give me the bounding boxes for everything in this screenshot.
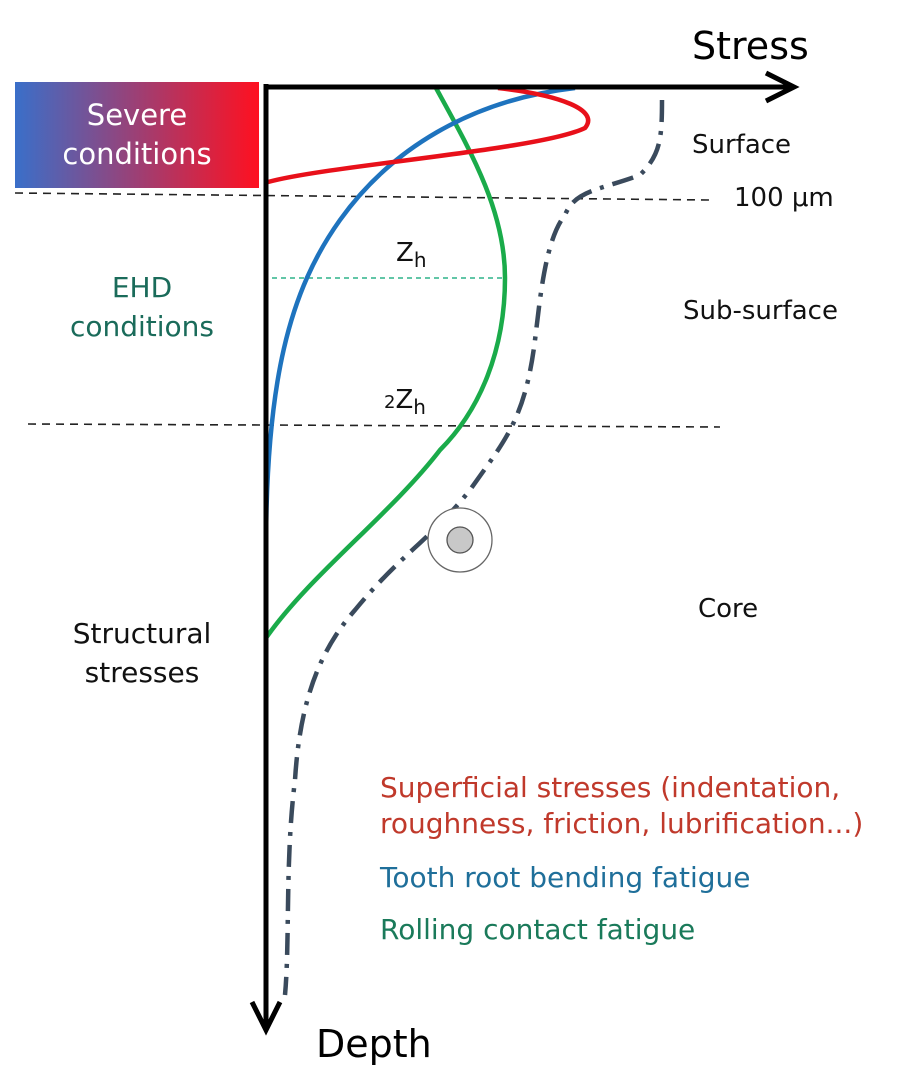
legend-bending-line1: Tooth root bending fatigue bbox=[380, 861, 751, 894]
legend-bending: Tooth root bending fatigue bbox=[380, 860, 751, 896]
two-zh-marker-label: 2Zh bbox=[384, 385, 426, 419]
zh-marker-label: Zh bbox=[396, 238, 427, 272]
legend-superficial-line2: roughness, friction, lubrification...) bbox=[380, 807, 864, 840]
zone-100um-label: 100 μm bbox=[734, 183, 834, 213]
zone-subsurface-label: Sub-surface bbox=[683, 296, 838, 326]
bending-fatigue-curve bbox=[263, 85, 576, 561]
ehd-conditions-label: EHD conditions bbox=[62, 268, 222, 346]
zone-core-label: Core bbox=[698, 594, 759, 624]
depth-100um-line bbox=[14, 192, 711, 201]
legend-rolling-line1: Rolling contact fatigue bbox=[380, 913, 696, 946]
structural-line1: Structural bbox=[72, 617, 212, 650]
two-zh-prefix: 2 bbox=[384, 392, 396, 413]
dashdot-stress-curve bbox=[282, 99, 665, 996]
two-zh-sub: h bbox=[413, 395, 426, 419]
structural-stresses-label: Structural stresses bbox=[62, 614, 222, 692]
stress-arrowhead-icon bbox=[764, 70, 800, 104]
superficial-stress-curve bbox=[267, 85, 591, 185]
structural-line2: stresses bbox=[84, 656, 200, 689]
depth-axis-label: Depth bbox=[316, 1022, 432, 1066]
rolling-contact-curve bbox=[264, 86, 508, 640]
depth-2zh-line bbox=[27, 423, 721, 428]
zh-main: Z bbox=[396, 238, 414, 268]
zone-surface-label: Surface bbox=[692, 130, 792, 160]
severe-label-line1: Severe bbox=[86, 98, 188, 132]
two-zh-main: Z bbox=[395, 385, 414, 415]
legend-rolling: Rolling contact fatigue bbox=[380, 912, 695, 948]
stress-axis-label: Stress bbox=[692, 24, 809, 68]
severe-conditions-box: Severe conditions bbox=[15, 82, 259, 188]
legend-superficial: Superficial stresses (indentation, rough… bbox=[380, 770, 863, 842]
legend-superficial-line1: Superficial stresses (indentation, bbox=[380, 771, 841, 804]
depth-arrowhead-icon bbox=[249, 1000, 283, 1036]
inclusion-particle bbox=[446, 526, 474, 554]
ehd-line1: EHD bbox=[111, 271, 173, 304]
zh-sub: h bbox=[413, 248, 427, 272]
severe-label-line2: conditions bbox=[62, 137, 212, 171]
ehd-line2: conditions bbox=[69, 310, 215, 343]
